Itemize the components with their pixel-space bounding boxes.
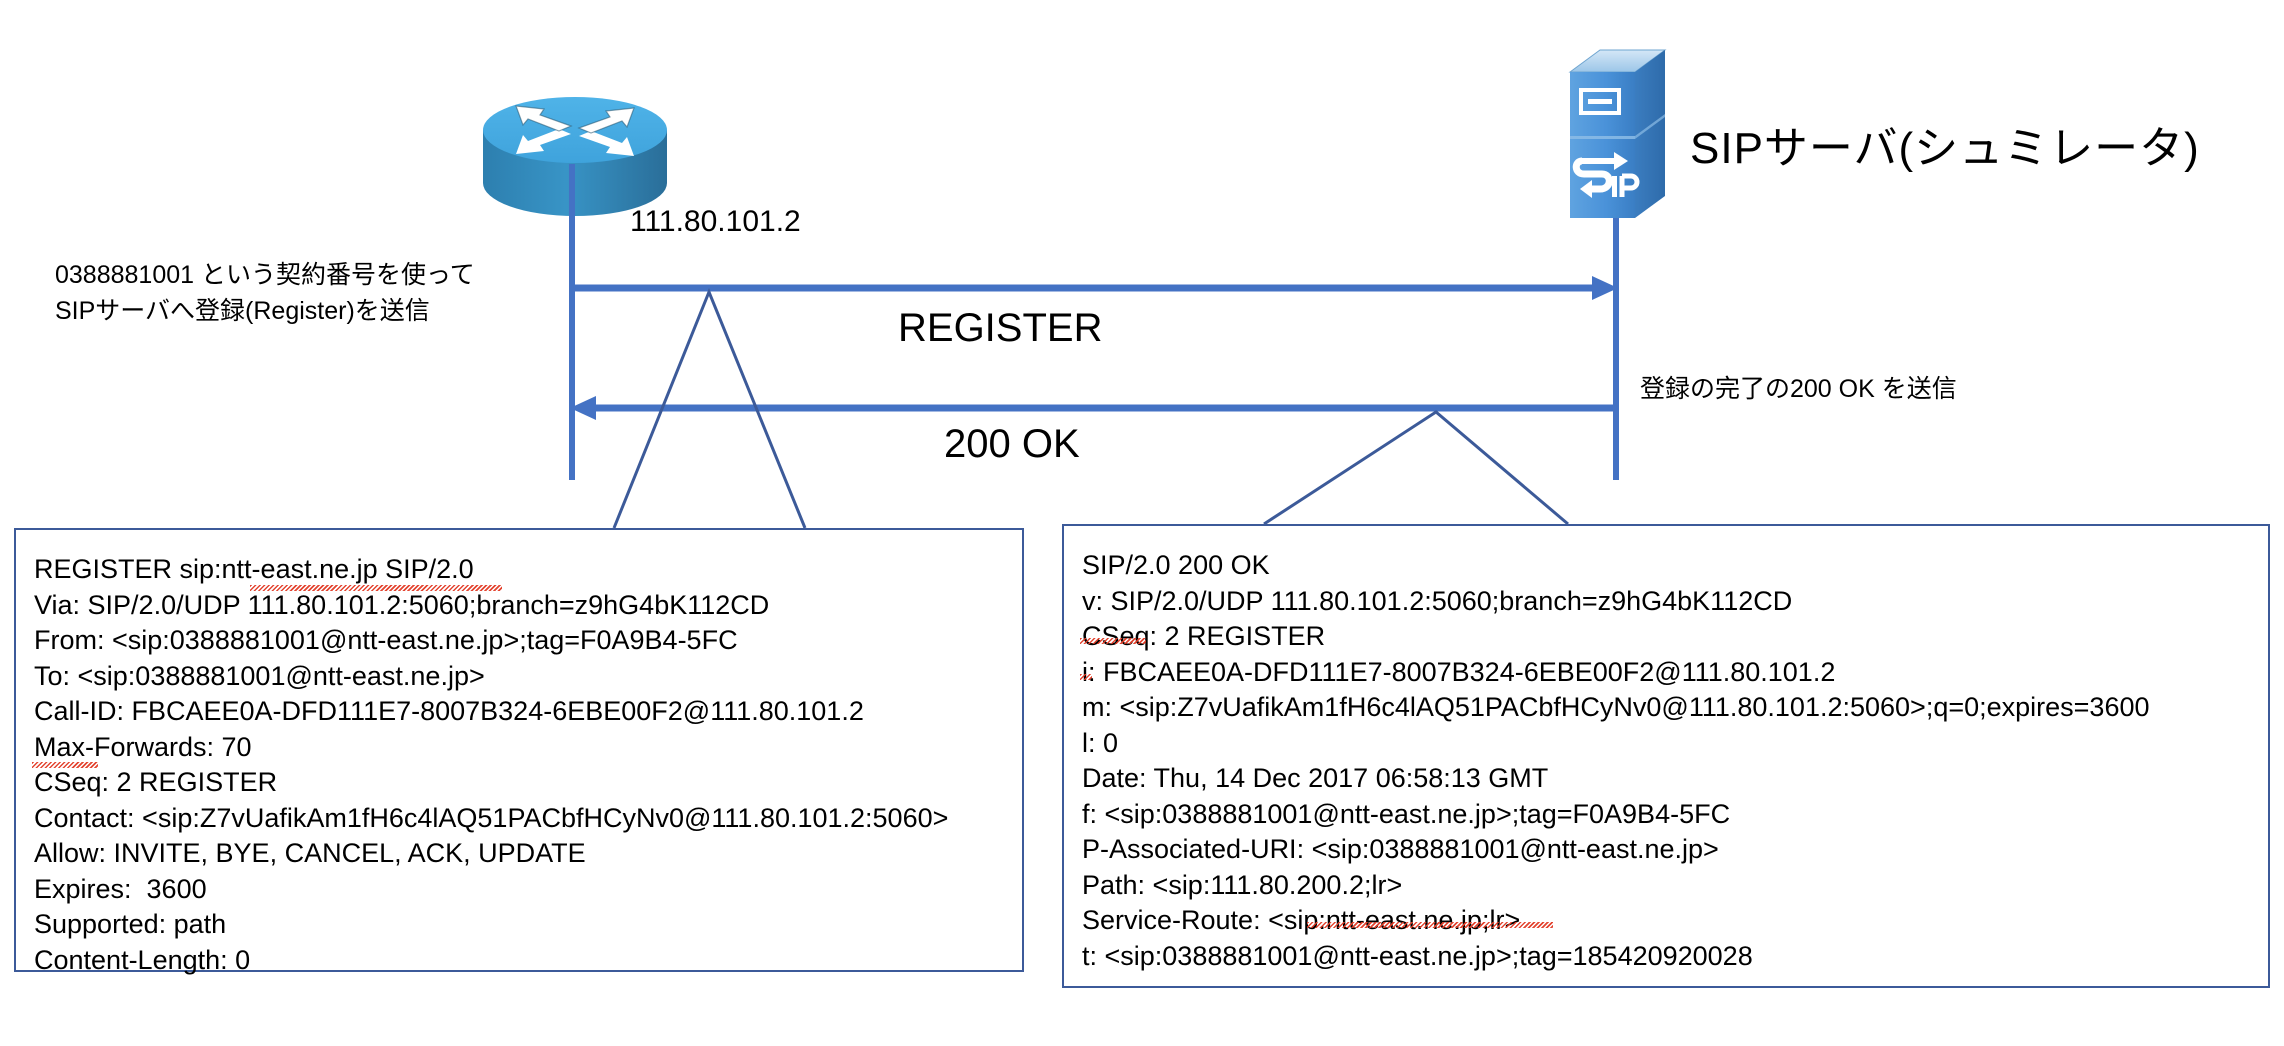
sip-header-line: P-Associated-URI: <sip:0388881001@ntt-ea… [1082,834,1719,864]
sip-header-line: i: FBCAEE0A-DFD111E7-8007B324-6EBE00F2@1… [1082,656,1836,687]
spellcheck-squiggle [1080,638,1146,644]
sip-header-line: REGISTER sip:ntt-east.ne.jp SIP/2.0 [34,554,474,584]
200ok-message-label: 200 OK [944,422,1080,466]
left-annotation-line-2: SIPサーバへ登録(Register)を送信 [55,296,430,325]
sip-header-line: f: <sip:0388881001@ntt-east.ne.jp>;tag=F… [1082,798,1731,829]
sip-header-line: To: <sip:0388881001@ntt-east.ne.jp> [34,660,485,691]
spellcheck-squiggle [1307,922,1553,928]
register-message-label: REGISTER [898,306,1103,350]
sip-header-line: Max-Forwards: 70 [34,731,252,762]
spellcheck-squiggle [1080,674,1092,680]
sip-server-name-label: SIPサーバ(シュミレータ) [1690,124,2200,173]
sip-header-line: SIP/2.0 200 OK [1082,550,1270,580]
sip-header-line: Content-Length: 0 [34,944,251,975]
register-callout-tail [612,288,807,529]
sip-header-line: v: SIP/2.0/UDP 111.80.101.2:5060;branch=… [1082,585,1793,616]
sip-header-line: Supported: path [34,909,227,939]
sip-header-line: Call-ID: FBCAEE0A-DFD111E7-8007B324-6EBE… [34,696,864,726]
sip-header-line: Service-Route: <sip:ntt-east.ne.jp;lr> [1082,905,1521,935]
router-ip-label: 111.80.101.2 [630,205,801,238]
sip-header-line: Contact: <sip:Z7vUafikAm1fH6c4lAQ51PACbf… [34,802,949,833]
sip-server-icon [1568,49,1667,218]
right-annotation-line-1: 登録の完了の200 OK を送信 [1640,375,1957,403]
sip-header-line: CSeq: 2 REGISTER [34,767,278,797]
right-annotation: 登録の完了の200 OK を送信 [1640,372,1957,408]
spellcheck-squiggle [32,762,98,768]
200ok-message-callout: SIP/2.0 200 OK v: SIP/2.0/UDP 111.80.101.… [1062,524,2270,988]
left-annotation: 0388881001 という契約番号を使って SIPサーバへ登録(Registe… [55,258,475,329]
register-arrow [572,276,1618,300]
spellcheck-squiggle [250,585,502,591]
200ok-arrow [570,396,1616,420]
sip-header-line: Path: <sip:111.80.200.2;lr> [1082,869,1403,900]
200ok-callout-tail [1263,410,1569,526]
200ok-message-lines: SIP/2.0 200 OK v: SIP/2.0/UDP 111.80.101.… [1064,526,2268,974]
sip-header-line: t: <sip:0388881001@ntt-east.ne.jp>;tag=1… [1082,940,1753,971]
sip-header-line: From: <sip:0388881001@ntt-east.ne.jp>;ta… [34,625,738,655]
sip-logo-glyph [1572,152,1640,198]
left-annotation-line-1: 0388881001 という契約番号を使って [55,261,475,289]
sip-header-line: Expires: 3600 [34,873,207,904]
sip-header-line: Date: Thu, 14 Dec 2017 06:58:13 GMT [1082,763,1549,793]
sip-header-line: m: <sip:Z7vUafikAm1fH6c4lAQ51PACbfHCyNv0… [1082,692,2150,722]
sip-header-line: Allow: INVITE, BYE, CANCEL, ACK, UPDATE [34,838,586,868]
sip-header-line: Via: SIP/2.0/UDP 111.80.101.2:5060;branc… [34,589,770,620]
sip-header-line: l: 0 [1082,727,1119,758]
sip-header-line: CSeq: 2 REGISTER [1082,621,1326,651]
router-icon [483,97,667,216]
